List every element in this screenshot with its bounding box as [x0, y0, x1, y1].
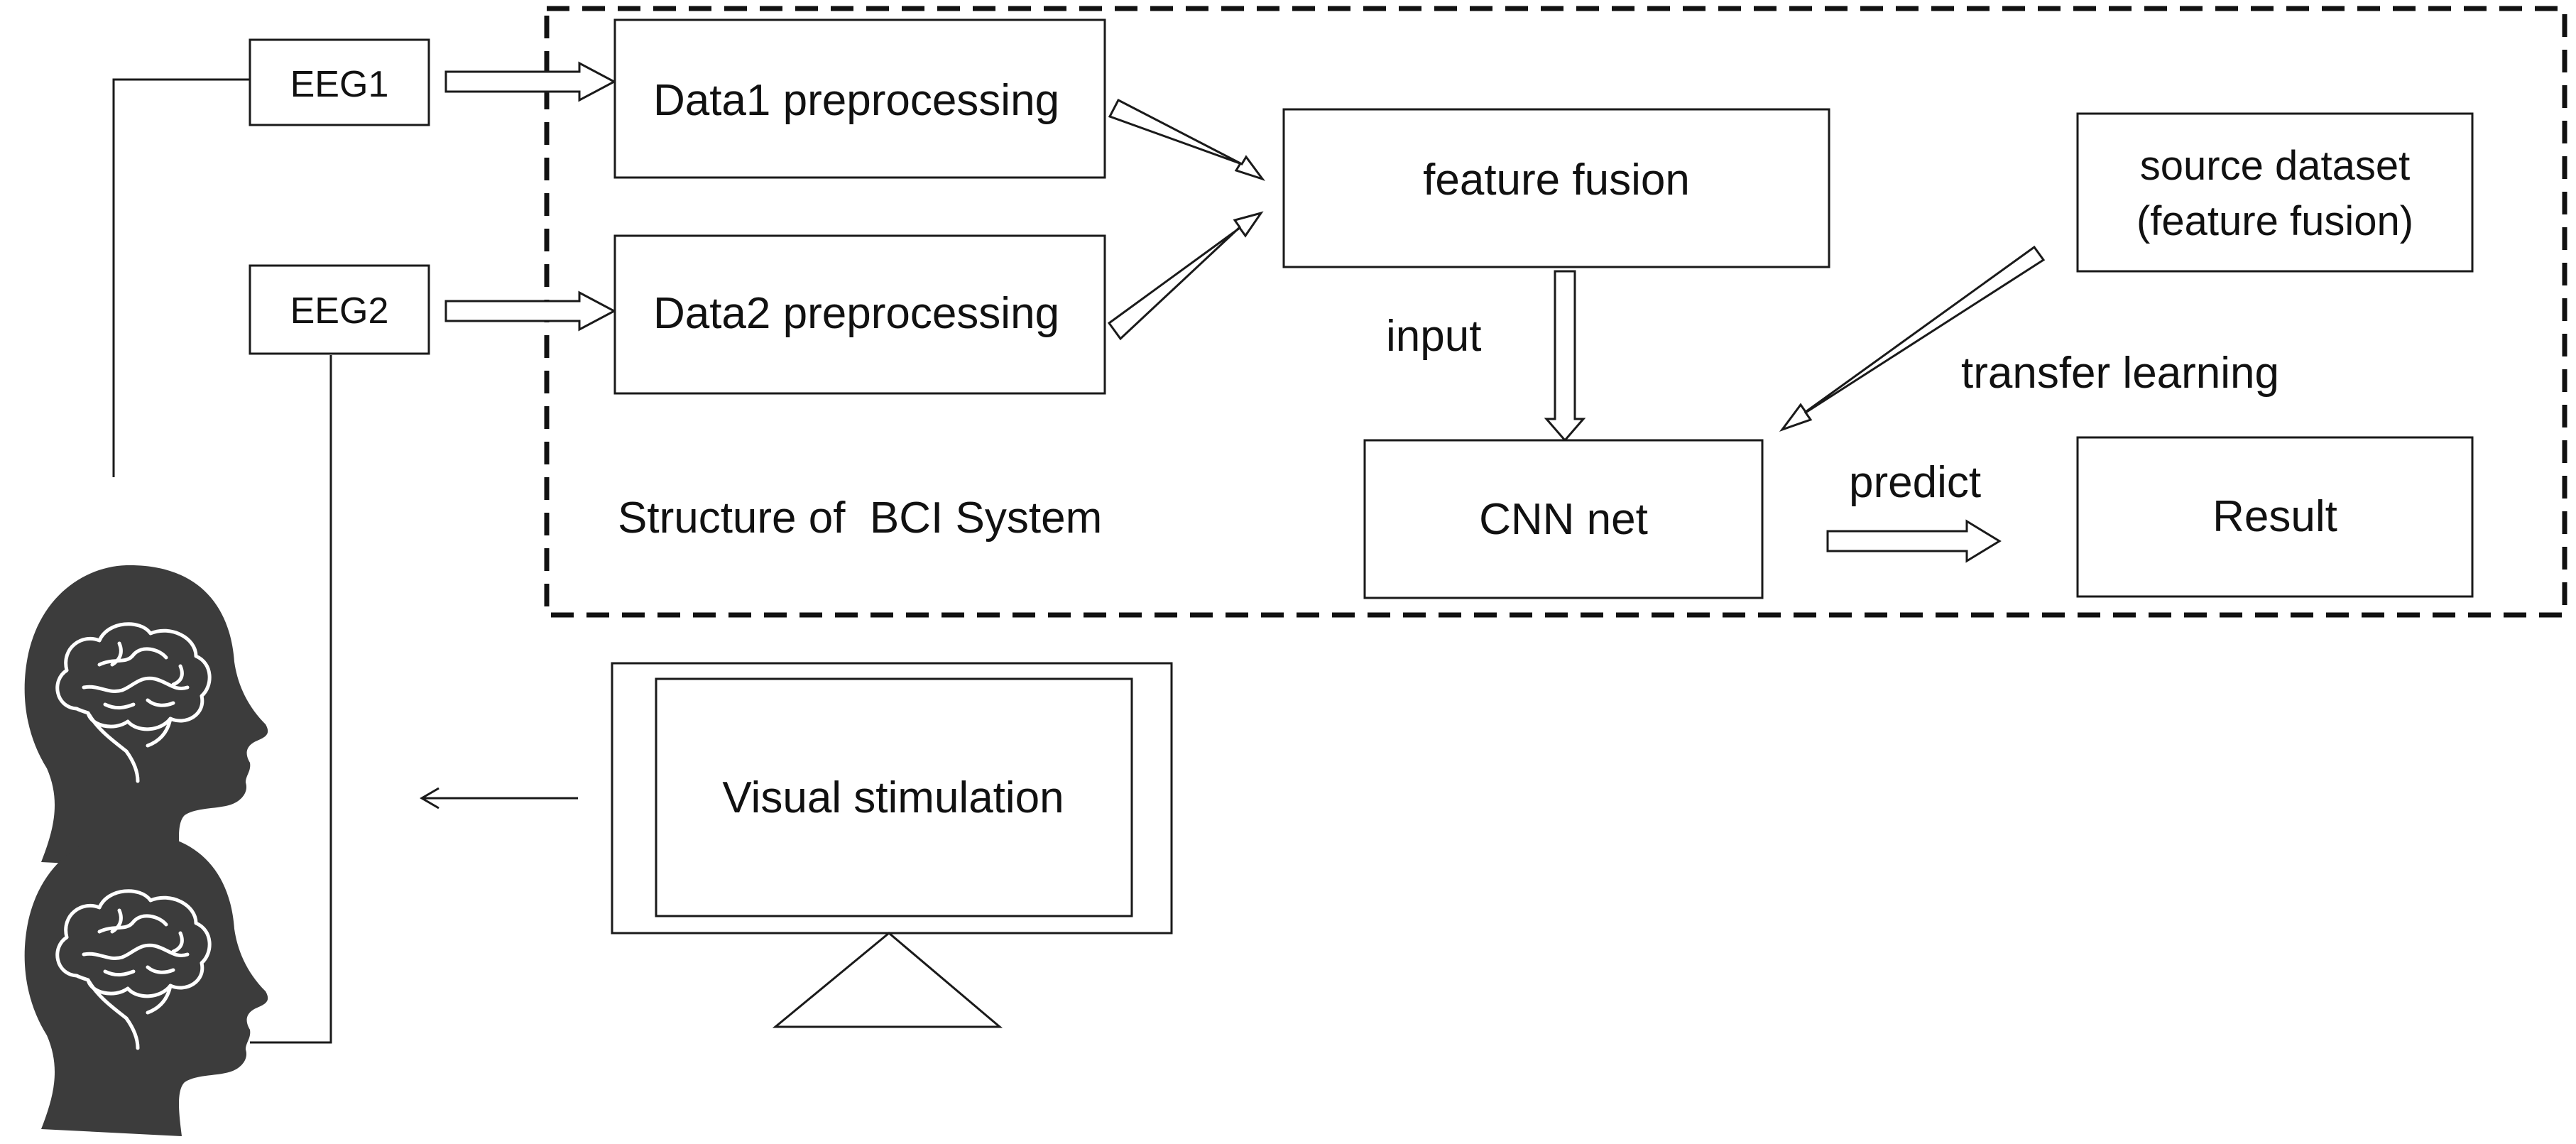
- data2-preprocessing-label: Data2 preprocessing: [653, 289, 1059, 338]
- transfer-learning-label: transfer learning: [1961, 349, 2279, 398]
- eeg1-wire: [112, 78, 250, 477]
- input-label: input: [1386, 312, 1481, 361]
- cnn-net-box: CNN net: [1363, 439, 1764, 599]
- eeg1-to-data1-arrow: [444, 61, 617, 102]
- source-dataset-box: source dataset (feature fusion): [2076, 112, 2474, 273]
- cnn-to-result-arrow: [1826, 519, 2002, 563]
- eeg2-to-data2-arrow: [444, 290, 617, 332]
- eeg1-label: EEG1: [290, 64, 389, 105]
- fusion-to-cnn-arrow: [1544, 270, 1586, 442]
- head-brain-icon: [25, 832, 268, 1136]
- cnn-net-label: CNN net: [1479, 495, 1648, 544]
- transfer-learning-arrow: [1779, 245, 2046, 432]
- monitor-icon: Visual stimulation: [611, 662, 1173, 1028]
- data1-to-fusion-arrow: [1108, 98, 1266, 181]
- source-dataset-label-line2: (feature fusion): [2136, 198, 2413, 244]
- head-brain-icon: [25, 565, 268, 869]
- visual-stimulation-label: Visual stimulation: [722, 773, 1064, 822]
- source-dataset-label-line1: source dataset: [2140, 143, 2410, 189]
- structure-label: Structure of BCI System: [618, 494, 1102, 543]
- feature-fusion-box: feature fusion: [1282, 108, 1830, 268]
- result-box: Result: [2076, 436, 2474, 598]
- eeg1-box: EEG1: [249, 38, 430, 126]
- eeg2-box: EEG2: [249, 264, 430, 355]
- eeg2-label: EEG2: [290, 290, 389, 332]
- data2-preprocessing-box: Data2 preprocessing: [613, 234, 1106, 395]
- predict-label: predict: [1849, 458, 1981, 507]
- stimulus-arrow-head: [420, 787, 440, 810]
- eeg2-wire: [250, 355, 332, 1044]
- feature-fusion-label: feature fusion: [1423, 156, 1690, 205]
- data1-preprocessing-label: Data1 preprocessing: [653, 76, 1059, 125]
- result-label: Result: [2212, 492, 2337, 541]
- data2-to-fusion-arrow: [1107, 211, 1264, 341]
- data1-preprocessing-box: Data1 preprocessing: [613, 18, 1106, 179]
